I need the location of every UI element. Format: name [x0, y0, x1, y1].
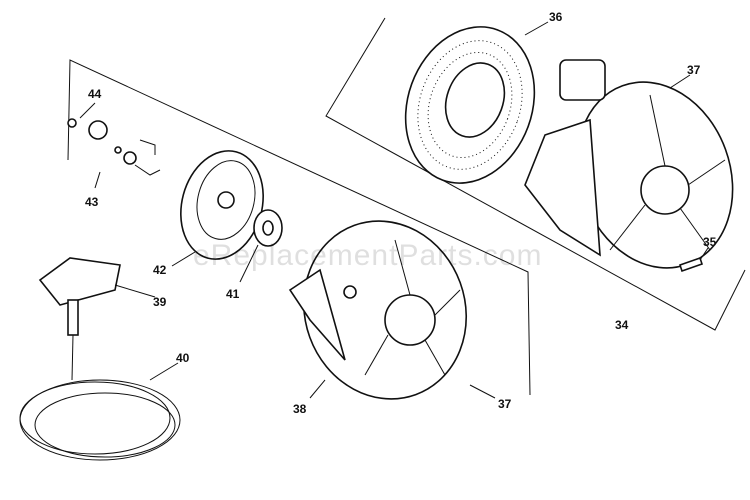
- label-36: 36: [549, 10, 563, 24]
- part-37-housing-upper: [524, 59, 734, 269]
- label-43: 43: [85, 195, 99, 209]
- part-40-rope: [19, 334, 181, 461]
- label-44: 44: [88, 87, 102, 101]
- label-38: 38: [293, 402, 307, 416]
- label-37-lower: 37: [498, 397, 512, 411]
- label-39: 39: [153, 295, 167, 309]
- part-38-housing-lower: [288, 220, 468, 400]
- label-42: 42: [153, 263, 167, 277]
- label-37-upper: 37: [687, 63, 701, 77]
- part-41-washer: [253, 209, 283, 247]
- part-35-screw: [678, 256, 704, 273]
- label-40: 40: [176, 351, 190, 365]
- part-39-handle: [38, 257, 121, 336]
- bracket-lines: [67, 17, 746, 396]
- callout-labels: 36 37 44 43 42 41 39 40 38 37 35 34: [85, 10, 717, 416]
- label-34: 34: [615, 318, 629, 332]
- part-36-screen: [404, 26, 536, 184]
- part-44-43-hardware: [67, 118, 161, 176]
- label-41: 41: [226, 287, 240, 301]
- label-35: 35: [703, 235, 717, 249]
- leader-lines: [79, 21, 709, 399]
- watermark: eReplacementParts.com: [193, 239, 542, 272]
